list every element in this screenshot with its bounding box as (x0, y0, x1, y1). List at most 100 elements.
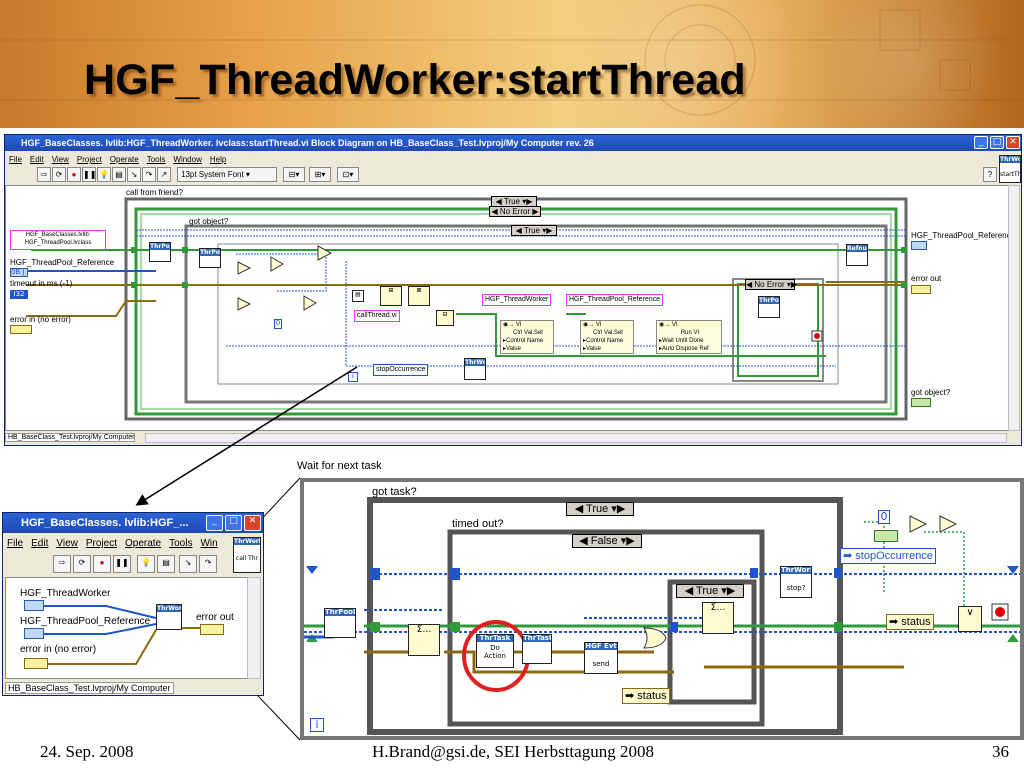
subvi-step-into-button[interactable]: ↘ (179, 555, 197, 573)
zoom-num-zero[interactable]: 0 (878, 510, 890, 524)
menu-item-help[interactable]: Help (209, 155, 227, 164)
threads-node-icon[interactable]: ThrPool (758, 296, 780, 318)
subvi-thrwork-node[interactable]: ThrWork (156, 604, 182, 630)
zoom-diagram[interactable]: got task? ◀ True ▾▶ timed out? ◀ False ▾… (300, 478, 1024, 740)
retain-wire-button[interactable]: ▤ (112, 167, 126, 182)
zoom-thrtask-node[interactable]: ThrTask (522, 634, 552, 664)
zoom-unbundle-node[interactable]: Σ… (408, 624, 440, 656)
error-in-control[interactable] (10, 325, 32, 334)
close-button[interactable]: ✕ (1006, 136, 1020, 149)
menu-item-tools[interactable]: Tools (169, 538, 193, 549)
reference-node-icon[interactable]: Refnum (846, 244, 868, 266)
path-constant-icon[interactable]: ▤ (352, 290, 364, 302)
subvi-close-button[interactable]: ✕ (244, 515, 261, 531)
reorder-button[interactable]: ⊡▾ (337, 167, 359, 182)
align-button[interactable]: ⊟▾ (283, 167, 305, 182)
zoom-case-true-inner-selector[interactable]: ◀ True ▾▶ (676, 584, 744, 598)
menu-item-project[interactable]: Project (85, 538, 117, 549)
subvi-error-in-control[interactable] (24, 658, 48, 669)
menu-item-win[interactable]: Win (200, 538, 218, 549)
menu-item-project[interactable]: Project (76, 155, 102, 164)
subvi-abort-button[interactable]: ● (93, 555, 111, 573)
highlight-button[interactable]: 💡 (97, 167, 111, 182)
subvi-error-out-indicator[interactable] (200, 624, 224, 635)
diagram-canvas[interactable]: call from friend? got object? ◀ True ▾▶ … (5, 185, 1015, 431)
menu-item-file[interactable]: File (7, 538, 24, 549)
zoom-do-action-node[interactable]: ThrTask Do Action (476, 634, 514, 668)
font-selector[interactable]: 13pt System Font ▾ (177, 167, 277, 182)
subvi-threadworker-control[interactable] (24, 600, 44, 611)
step-into-button[interactable]: ↘ (127, 167, 141, 182)
run-vi-node[interactable]: ◉→ VI Run VI ▸Wait Until Done ▸Auto Disp… (656, 320, 722, 354)
zoom-status-right[interactable]: ➡ status (886, 614, 934, 630)
pause-button[interactable]: ❚❚ (82, 167, 96, 182)
subvi-minimize-button[interactable]: _ (206, 515, 223, 531)
zoom-unbundle-status[interactable]: ∨ (958, 606, 982, 632)
zoom-case-true-selector[interactable]: ◀ True ▾▶ (566, 502, 634, 516)
subvi-step-over-button[interactable]: ↷ (199, 555, 217, 573)
menu-item-edit[interactable]: Edit (29, 155, 44, 164)
timeout-control[interactable]: I32 (10, 290, 28, 299)
vi-server-icon[interactable]: ⊠ (408, 286, 430, 306)
help-button[interactable]: ? (983, 167, 997, 182)
vertical-scrollbar[interactable] (1008, 185, 1020, 431)
menu-item-edit[interactable]: Edit (31, 538, 49, 549)
thrwork-node-icon[interactable]: ThrWork (464, 358, 486, 380)
zoom-stop-occurrence[interactable]: ➡ stopOccurrence (840, 548, 936, 564)
subvi-titlebar[interactable]: HGF_BaseClasses. lvlib:HGF_... (3, 513, 263, 533)
vi-connector-icon[interactable]: ThrWork startThr (999, 155, 1021, 183)
case-selector-true-inner[interactable]: ◀ True ▾▶ (511, 225, 557, 236)
window-titlebar[interactable]: HGF_BaseClasses. lvlib:HGF_ThreadWorker.… (5, 135, 1021, 151)
step-out-button[interactable]: ↗ (157, 167, 171, 182)
open-vi-ref-icon[interactable]: ⊞ (380, 286, 402, 306)
zoom-bool-constant[interactable] (874, 530, 898, 542)
subvi-retain-button[interactable]: ▤ (157, 555, 175, 573)
subvi-run-continuous-button[interactable]: ⟳ (73, 555, 91, 573)
menu-item-operate[interactable]: Operate (109, 155, 139, 164)
threadpool-ref-control[interactable]: 0B J (10, 268, 28, 277)
zoom-case-false-selector[interactable]: ◀ False ▾▶ (572, 534, 642, 548)
threadpool-ref-indicator[interactable] (911, 241, 927, 250)
build-path-icon[interactable]: ⊟ (436, 310, 454, 326)
subvi-pause-button[interactable]: ❚❚ (113, 555, 131, 573)
menu-item-file[interactable]: File (9, 155, 22, 164)
call-thread-constant[interactable]: callThread.vi (354, 310, 400, 322)
run-arrow-button[interactable]: ⇨ (37, 167, 51, 182)
zoom-status-local[interactable]: ➡ status (622, 688, 670, 704)
maximize-button[interactable]: □ (990, 136, 1004, 149)
subvi-vertical-scrollbar[interactable] (247, 577, 261, 679)
num-zero-constant[interactable]: 0 (274, 319, 282, 329)
subvi-connector-icon[interactable]: ThrWork call Thr (233, 537, 261, 573)
menu-item-view[interactable]: View (56, 538, 78, 549)
subvi-threadpool-ref-control[interactable] (24, 628, 44, 639)
abort-button[interactable]: ● (67, 167, 81, 182)
case-selector-no-error-right[interactable]: ◀ No Error ▾▶ (745, 279, 797, 290)
subvi-canvas[interactable]: HGF_ThreadWorker HGF_ThreadPool_Referenc… (5, 577, 249, 679)
ctrl-val-set-node-2[interactable]: ◉→ VI Ctrl Val.Set ▸Control Name ▸Value (580, 320, 634, 354)
class-path-constant[interactable]: HGF_BaseClasses.lvlib: HGF_ThreadPool.lv… (10, 230, 106, 250)
thrpool-node-icon[interactable]: ThrPool (149, 242, 171, 262)
got-object-indicator[interactable] (911, 398, 931, 407)
distribute-button[interactable]: ⊞▾ (309, 167, 331, 182)
horizontal-scrollbar[interactable] (145, 433, 1007, 443)
thrpool-node-icon-2[interactable]: ThrPool (199, 248, 221, 268)
zoom-build-node[interactable]: Σ… (702, 602, 734, 634)
subvi-highlight-button[interactable]: 💡 (137, 555, 155, 573)
threadpool-ref-name-constant[interactable]: HGF_ThreadPool_Reference (566, 294, 664, 306)
minimize-button[interactable]: _ (974, 136, 988, 149)
zoom-thrwork-node[interactable]: ThrWork stop? (780, 566, 812, 598)
step-over-button[interactable]: ↷ (142, 167, 156, 182)
ctrl-val-set-node-1[interactable]: ◉→ VI Ctrl Val.Set ▸Control Name ▸Value (500, 320, 554, 354)
case-selector-no-error[interactable]: ◀ No Error ▶ (489, 206, 541, 217)
zoom-thrpool-node[interactable]: ThrPool (324, 608, 356, 638)
run-continuous-button[interactable]: ⟳ (52, 167, 66, 182)
menu-item-view[interactable]: View (51, 155, 69, 164)
threadworker-name-constant[interactable]: HGF_ThreadWorker (482, 294, 552, 306)
menu-item-operate[interactable]: Operate (124, 538, 162, 549)
subvi-run-button[interactable]: ⇨ (53, 555, 71, 573)
menu-item-tools[interactable]: Tools (146, 155, 166, 164)
error-out-indicator[interactable] (911, 285, 931, 294)
subvi-maximize-button[interactable]: □ (225, 515, 242, 531)
menu-item-window[interactable]: Window (173, 155, 202, 164)
stop-occurrence-control[interactable]: stopOccurrence (373, 364, 429, 376)
